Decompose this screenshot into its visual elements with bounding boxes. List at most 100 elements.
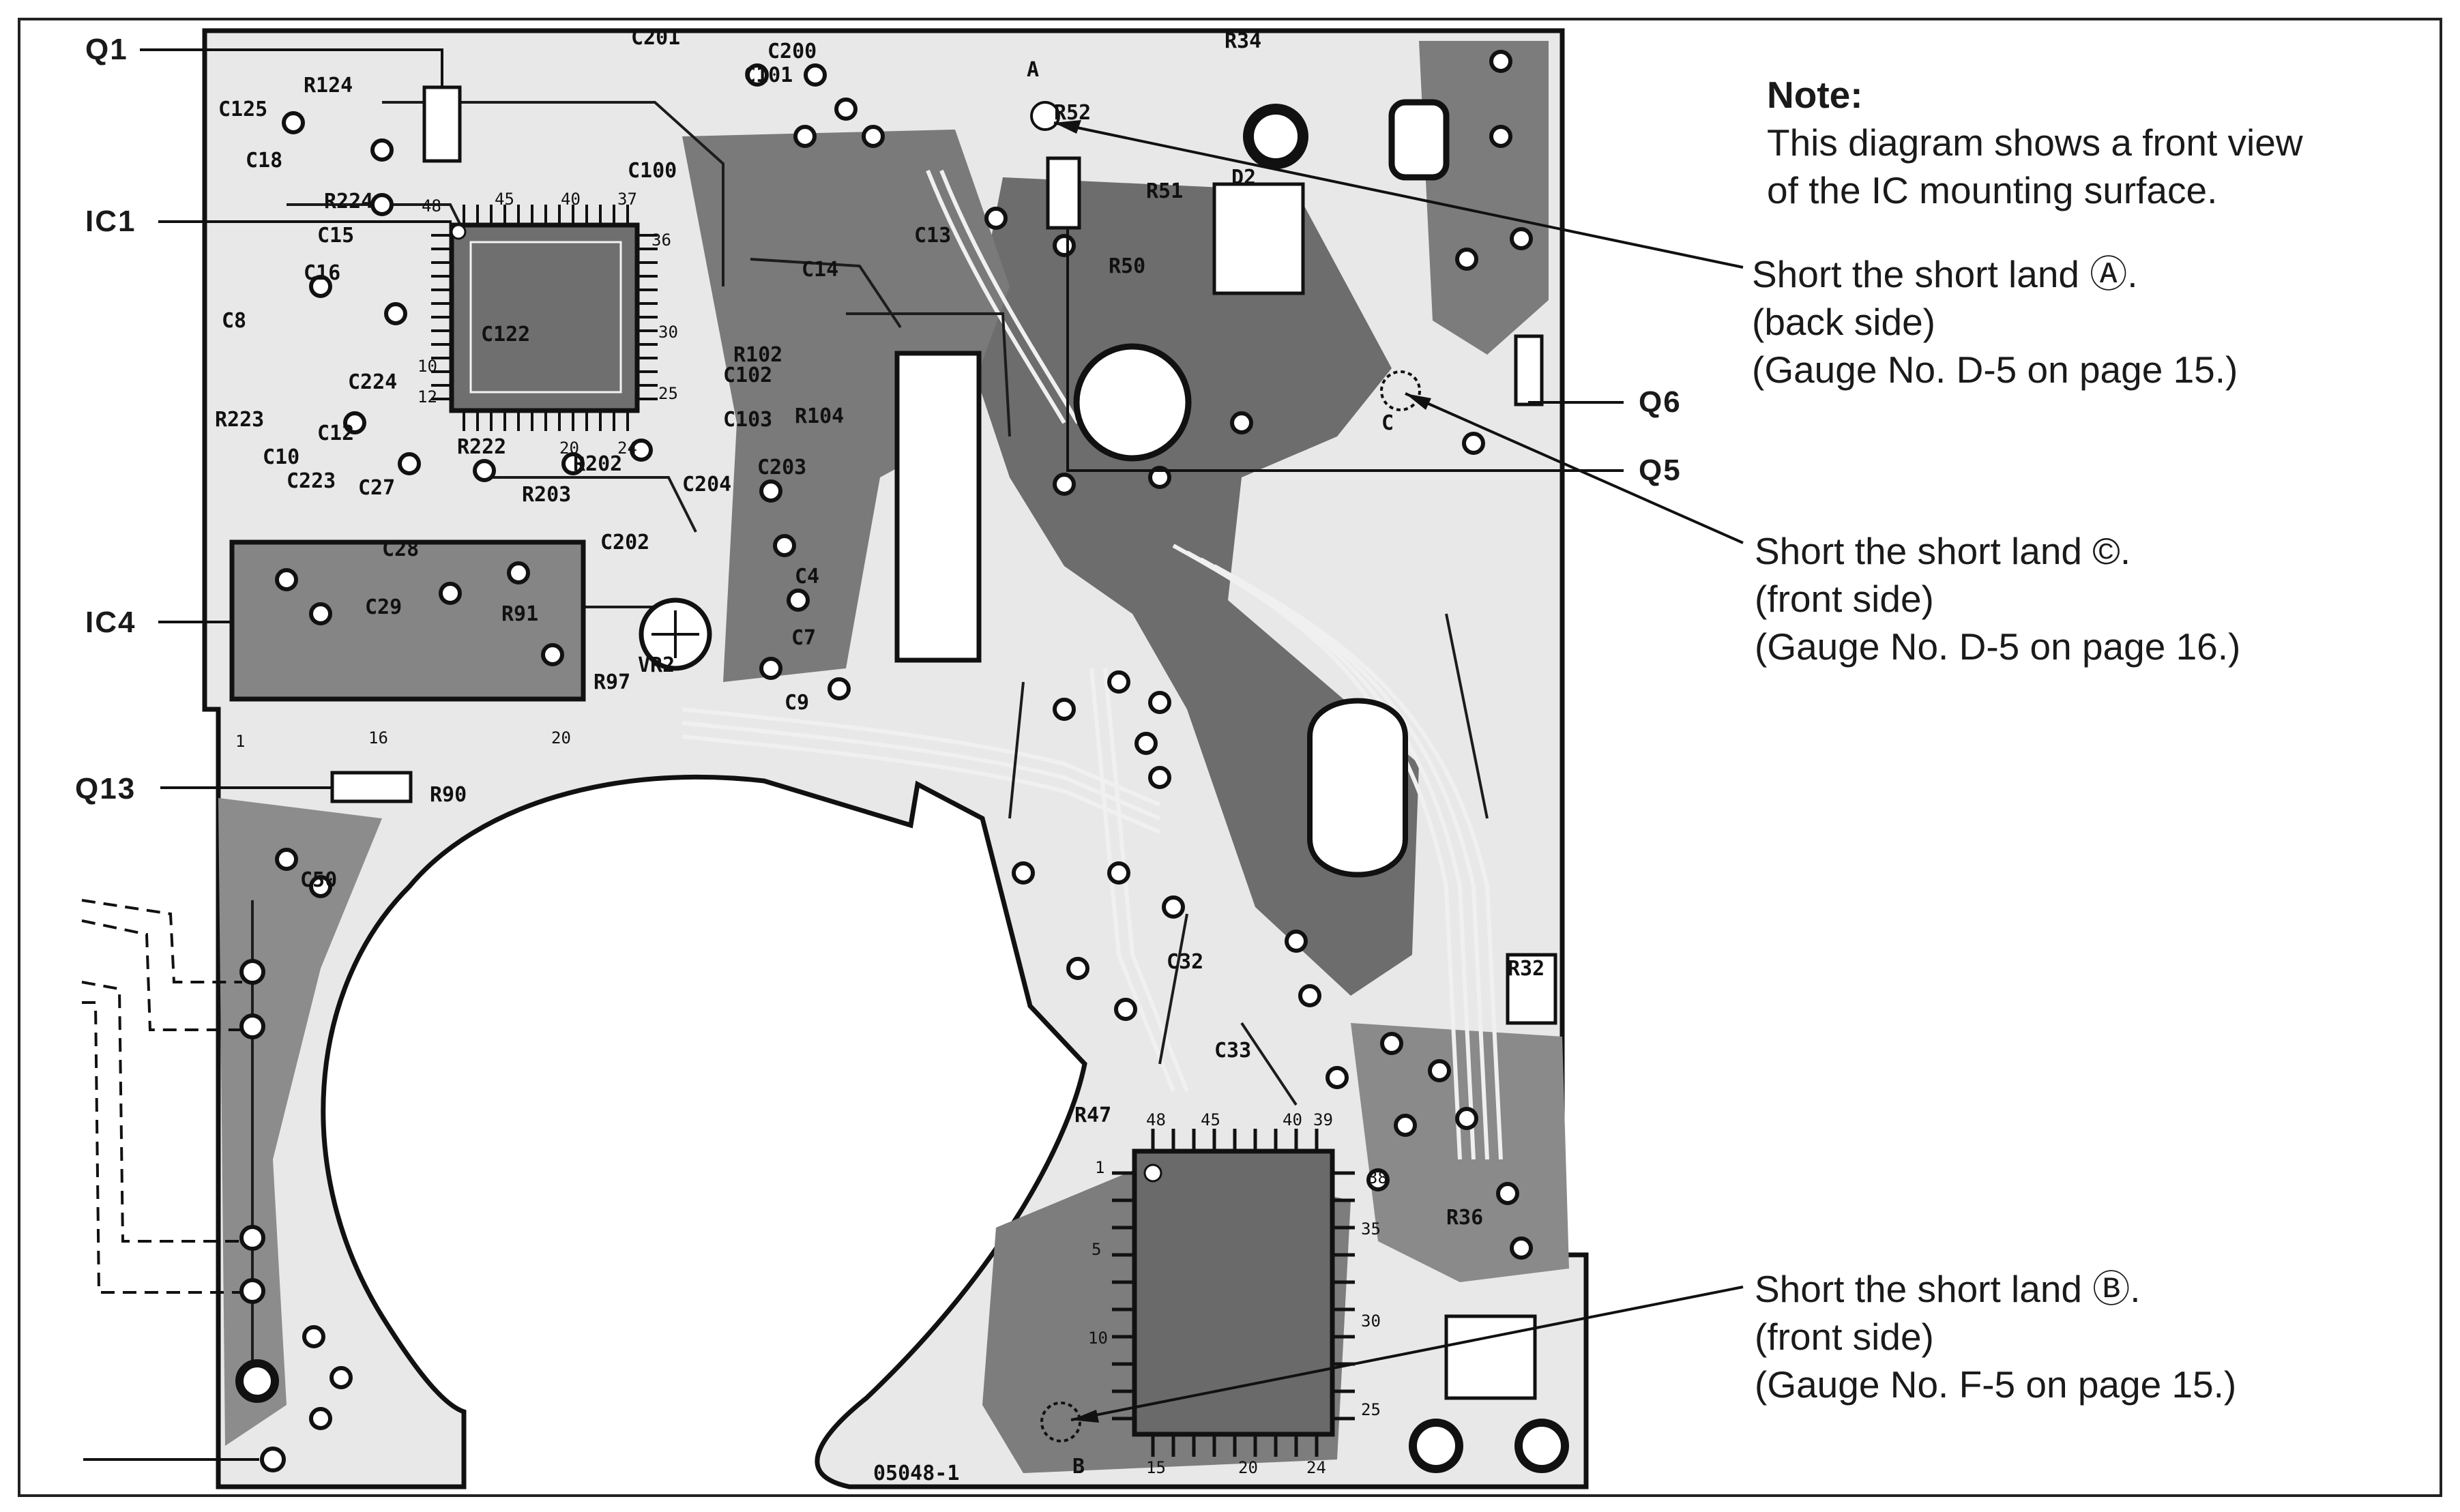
short-land-c	[1380, 370, 1421, 411]
reference-leaders	[83, 48, 1744, 1461]
svg-text:1: 1	[1095, 1158, 1104, 1177]
label-vr2: VR2	[638, 653, 675, 677]
label-c18: C18	[246, 149, 282, 173]
svg-text:30: 30	[658, 323, 678, 342]
label-c7: C7	[791, 626, 816, 650]
callout-a-side: (back side)	[1752, 301, 1935, 343]
label-c16: C16	[304, 261, 340, 285]
label-c32: C32	[1167, 950, 1203, 974]
copper-pour-upper	[682, 130, 1010, 682]
leader-short-b	[1070, 1286, 1744, 1421]
note-line-2: of the IC mounting surface.	[1767, 169, 2218, 211]
ic1-pins	[431, 205, 658, 431]
hole-bottom-right-1	[1409, 1419, 1463, 1473]
ref-label-q13: Q13	[75, 772, 136, 805]
svg-text:39: 39	[1313, 1110, 1333, 1129]
label-r90: R90	[430, 783, 467, 807]
label-c33: C33	[1214, 1039, 1251, 1063]
label-r47: R47	[1074, 1103, 1111, 1127]
svg-text:48: 48	[422, 196, 441, 216]
component-labels: C125 R124 C201 C200 C101 C100 R34 R52 R5…	[215, 26, 1544, 1485]
trace-bundle	[682, 169, 1503, 1160]
svg-text:30: 30	[1361, 1311, 1381, 1331]
svg-text:10: 10	[418, 357, 437, 376]
mounting-hole-center	[1073, 343, 1192, 462]
callout-short-land-b: Short the short land Ⓑ. (front side) (Ga…	[1755, 1265, 2236, 1408]
leader-short-a	[1053, 121, 1744, 269]
label-c102: C102	[723, 364, 772, 387]
label-r222: R222	[457, 435, 506, 459]
label-c203: C203	[757, 456, 806, 479]
callout-short-land-a: Short the short land Ⓐ. (back side) (Gau…	[1752, 250, 2238, 394]
svg-text:16: 16	[368, 728, 388, 747]
svg-text:20: 20	[559, 439, 579, 458]
copper-pour-right	[1419, 41, 1549, 355]
label-point-a: A	[1027, 58, 1039, 82]
svg-text:1: 1	[235, 732, 245, 751]
svg-text:25: 25	[1361, 1400, 1381, 1419]
ic-lower-package	[1132, 1148, 1335, 1437]
label-c12: C12	[317, 421, 354, 445]
svg-text:45: 45	[1201, 1110, 1220, 1129]
callout-a-title: Short the short land Ⓐ.	[1752, 253, 2138, 295]
svg-text:37: 37	[617, 190, 637, 209]
label-c50: C50	[300, 868, 337, 892]
label-r34: R34	[1225, 29, 1261, 53]
callout-c-gauge: (Gauge No. D-5 on page 16.)	[1755, 625, 2241, 668]
svg-text:35: 35	[1361, 1219, 1381, 1239]
label-r52: R52	[1054, 101, 1091, 125]
label-c27: C27	[358, 476, 395, 500]
crystal-outline	[894, 351, 982, 663]
mounting-hole-top	[1243, 104, 1308, 169]
note-box: Note: This diagram shows a front view of…	[1767, 71, 2303, 214]
slot-top-right	[1388, 99, 1450, 181]
svg-text:40: 40	[561, 190, 581, 209]
ic-lower-pins	[1112, 1129, 1355, 1457]
callout-b-side: (front side)	[1755, 1316, 1934, 1358]
label-r97: R97	[594, 670, 630, 694]
note-title: Note:	[1767, 74, 1863, 116]
callout-c-title: Short the short land ©.	[1755, 530, 2131, 572]
svg-text:20: 20	[1238, 1458, 1258, 1477]
callout-a-gauge: (Gauge No. D-5 on page 15.)	[1752, 349, 2238, 391]
svg-text:15: 15	[1146, 1458, 1166, 1477]
label-r223: R223	[215, 408, 264, 432]
svg-text:12: 12	[418, 387, 437, 406]
short-land-a	[1030, 101, 1060, 131]
label-r91: R91	[501, 602, 538, 626]
label-c13: C13	[914, 224, 951, 248]
label-point-b: B	[1072, 1455, 1085, 1479]
label-r50: R50	[1109, 254, 1145, 278]
leader-arrowheads	[1054, 120, 1431, 1423]
label-c100: C100	[628, 159, 677, 183]
svg-text:48: 48	[1146, 1110, 1166, 1129]
label-c14: C14	[802, 258, 838, 282]
leader-q1	[140, 48, 443, 87]
ic1-package	[449, 222, 640, 413]
ref-label-q6: Q6	[1639, 385, 1682, 419]
leader-short-c	[1405, 392, 1744, 544]
short-land-b	[1040, 1402, 1081, 1442]
label-board-id: 05048-1	[873, 1462, 959, 1485]
label-c4: C4	[795, 565, 819, 589]
ref-label-q5: Q5	[1639, 454, 1682, 487]
label-c15: C15	[317, 224, 354, 248]
svg-text:20: 20	[551, 728, 571, 747]
label-d2: D2	[1231, 166, 1256, 190]
label-r32: R32	[1508, 957, 1544, 981]
svg-text:5: 5	[1092, 1240, 1101, 1259]
label-r36: R36	[1446, 1206, 1483, 1230]
label-c122: C122	[481, 323, 530, 346]
label-c10: C10	[263, 445, 299, 469]
label-c103: C103	[723, 408, 772, 432]
leader-q5	[1066, 228, 1624, 472]
svg-text:36: 36	[651, 231, 671, 250]
label-r102: R102	[733, 343, 782, 367]
svg-text:38: 38	[1368, 1168, 1388, 1187]
label-c9: C9	[785, 691, 809, 715]
hole-bottom-right-2	[1514, 1419, 1569, 1473]
label-r202: R202	[573, 452, 622, 476]
